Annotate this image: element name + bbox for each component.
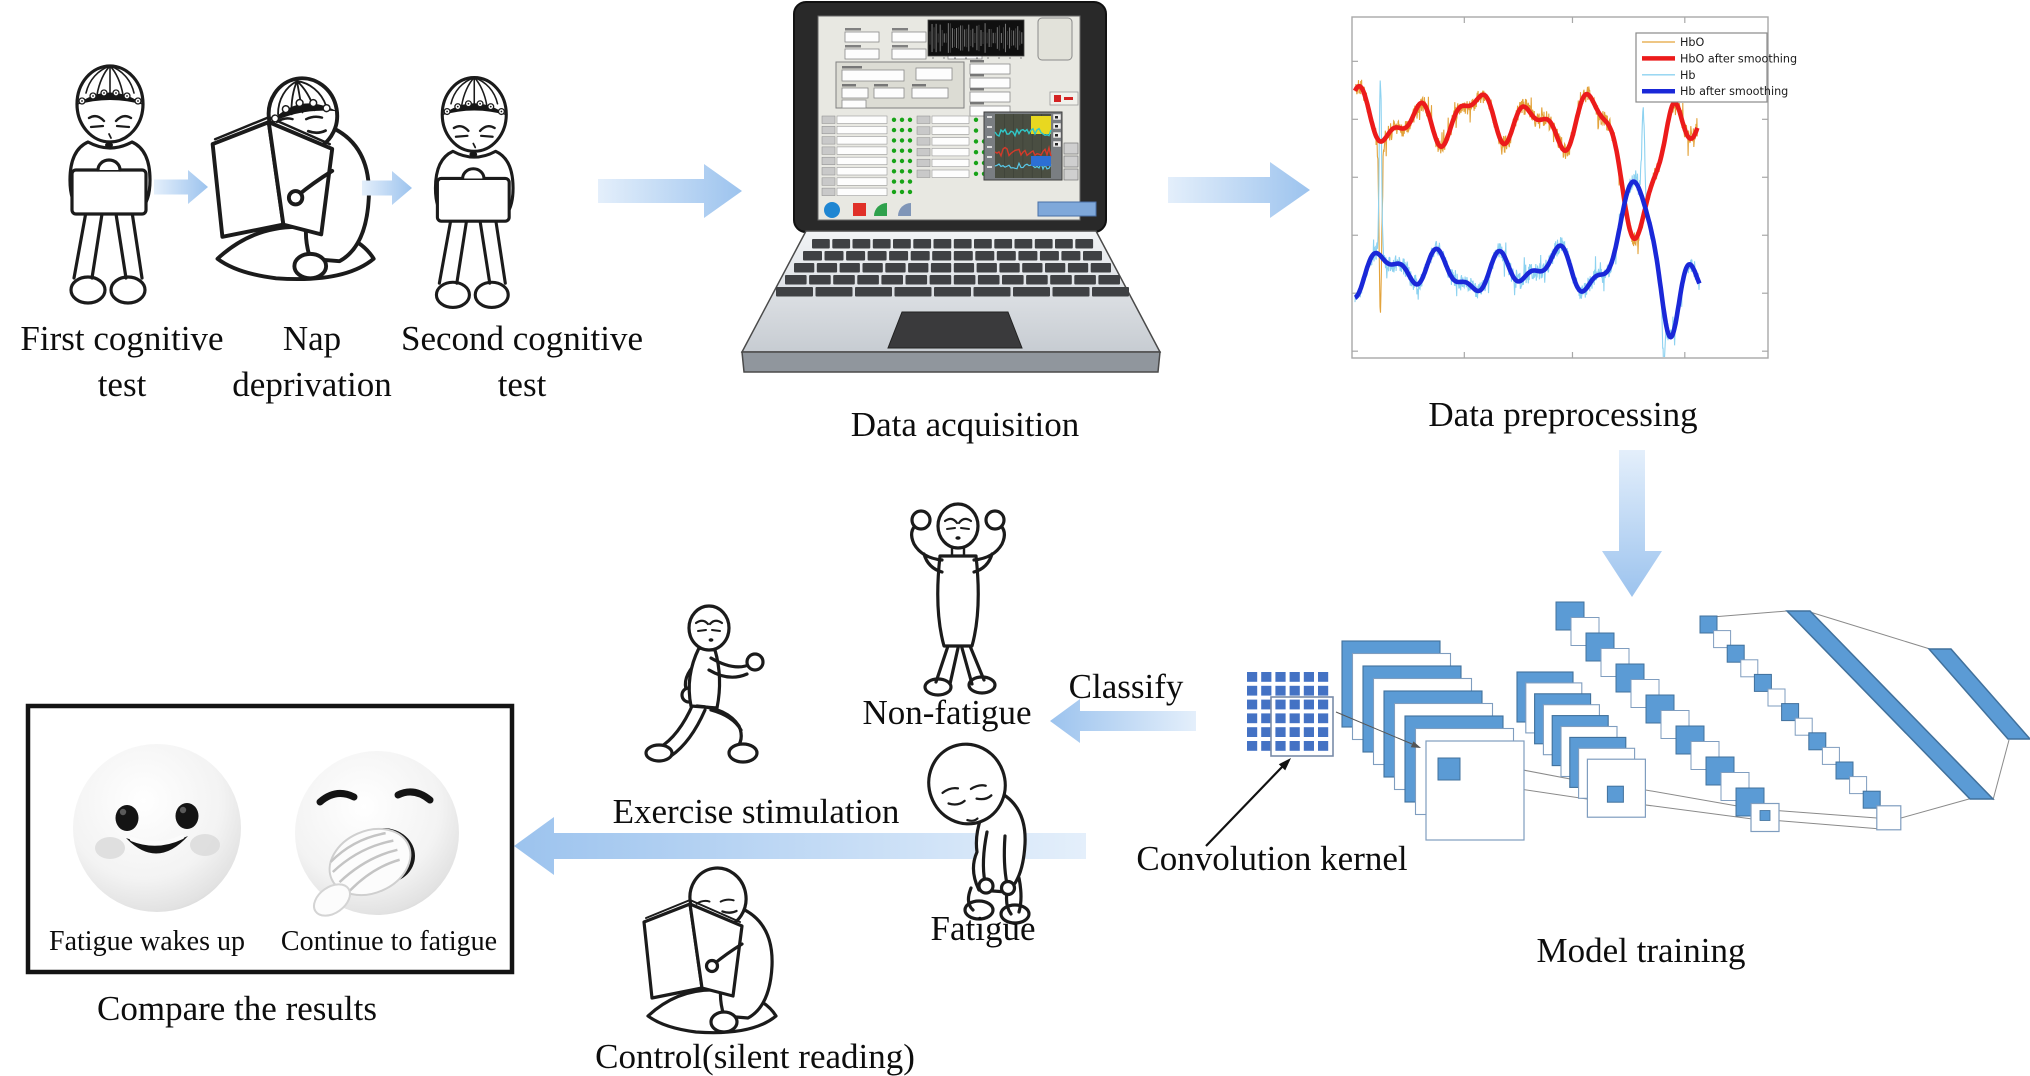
- legend-label-2: HbO after smoothing: [1680, 52, 1797, 65]
- laptop-trackpad: [887, 311, 1023, 349]
- pooling-chain-1: [1555, 601, 1780, 833]
- control-reading-label: Control(silent reading): [595, 1037, 915, 1076]
- arrow-to-model: [1602, 450, 1662, 597]
- classification-figures: [910, 502, 1031, 925]
- flatten-chain: [1699, 615, 1902, 831]
- hbo-smooth-trace: [1353, 83, 1700, 242]
- nap-deprivation-label: Nap deprivation: [232, 319, 392, 404]
- first-test-label: First cognitive test: [20, 319, 224, 404]
- input-grid: [1247, 672, 1329, 751]
- flow-arrows: [154, 162, 1662, 875]
- intervention-figures: [642, 604, 778, 1035]
- subject-nap-deprivation-figure: [210, 70, 376, 282]
- data-acquisition-label: Data acquisition: [850, 405, 1080, 444]
- fatigue-wakes-up-label: Fatigue wakes up: [49, 926, 245, 957]
- fc-layer-band-2: [1927, 648, 2030, 740]
- second-test-label: Second cognitive test: [400, 319, 644, 404]
- classify-label: Classify: [1068, 667, 1184, 706]
- acquisition-software-screen: [821, 17, 1097, 218]
- laptop-illustration: [740, 1, 1162, 373]
- arrow-to-chart: [1168, 162, 1310, 218]
- model-training-label: Model training: [1536, 931, 1746, 970]
- data-preprocessing-label: Data preprocessing: [1428, 395, 1698, 434]
- convolution-kernel-outline: [1270, 696, 1334, 757]
- chart-ticks: [1352, 17, 1768, 358]
- conv-layer-stack-2: [1516, 671, 1647, 818]
- results-box: [25, 703, 515, 975]
- laptop-keyboard: [776, 239, 1129, 297]
- kernel-pointer-arrow: [1205, 766, 1283, 847]
- exercise-stimulation-label: Exercise stimulation: [612, 792, 900, 831]
- arrow-to-laptop: [598, 164, 742, 218]
- happy-emoji: [73, 744, 241, 912]
- screen-stop-button: [853, 203, 866, 216]
- compare-results-frame: [25, 703, 515, 975]
- control-reading-figure: [642, 861, 778, 1035]
- arrow-step1-step2: [154, 170, 208, 204]
- kernel-map-arrow: [1335, 711, 1413, 745]
- arrow-to-results: [514, 817, 1086, 875]
- legend-label-1: HbO: [1680, 36, 1705, 49]
- experiment-figures: [68, 64, 515, 310]
- continue-fatigue-label: Continue to fatigue: [280, 926, 498, 957]
- non-fatigue-label: Non-fatigue: [862, 693, 1032, 732]
- fatigue-label: Fatigue: [930, 909, 1036, 948]
- screen-run-button: [824, 202, 840, 218]
- fc-layer-band-1: [1785, 610, 1995, 800]
- exercise-running-figure: [644, 604, 765, 764]
- chart-traces: [1353, 79, 1702, 357]
- arrow-step2-step3: [362, 171, 412, 205]
- compare-results-label: Compare the results: [97, 989, 377, 1028]
- convolution-kernel-label: Convolution kernel: [1136, 839, 1408, 878]
- non-fatigue-figure: [910, 502, 1006, 697]
- arrow-classify: [1050, 699, 1196, 743]
- legend-label-3: Hb: [1680, 69, 1696, 82]
- subject-second-test-figure: [433, 76, 515, 310]
- hb-smooth-trace: [1353, 179, 1702, 340]
- legend-label-4: Hb after smoothing: [1680, 85, 1788, 98]
- subject-first-test-figure: [68, 64, 152, 305]
- conv-layer-stack-1: [1341, 640, 1525, 841]
- cnn-illustration: [1205, 601, 2030, 847]
- fatigue-figure: [927, 742, 1031, 925]
- yawning-emoji: [295, 751, 459, 917]
